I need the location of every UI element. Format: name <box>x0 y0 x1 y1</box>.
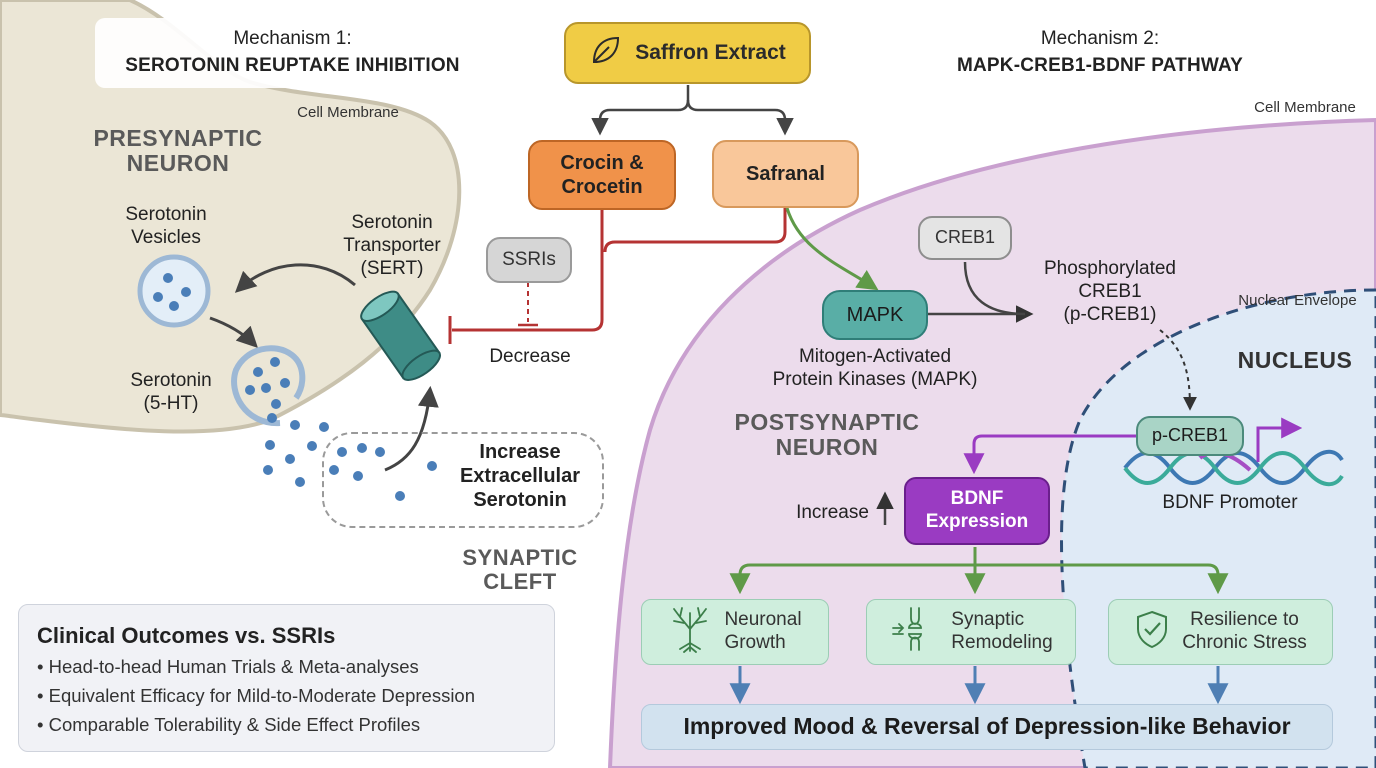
mapk-label: MAPK <box>846 304 904 326</box>
nucleus-label: NUCLEUS <box>1237 347 1353 373</box>
cell-membrane-label-left: Cell Membrane <box>297 104 399 121</box>
final-outcome-banner: Improved Mood & Reversal of Depression-l… <box>641 704 1333 750</box>
phosphorylated-creb1-label: Phosphorylated CREB1 (p-CREB1) <box>1020 258 1200 326</box>
ssris-node: SSRIs <box>486 237 572 283</box>
sert-label: Serotonin Transporter (SERT) <box>322 212 462 280</box>
neuron-tree-icon <box>668 605 712 660</box>
synaptic-cleft-label: SYNAPTIC CLEFT <box>440 545 600 595</box>
creb1-node: CREB1 <box>918 216 1012 260</box>
bdnf-expression-node: BDNF Expression <box>904 477 1050 545</box>
presynaptic-label: PRESYNAPTIC NEURON <box>78 125 278 177</box>
clinical-item-text: Equivalent Efficacy for Mild-to-Moderate… <box>48 685 476 706</box>
sert-line3: (SERT) <box>360 257 424 279</box>
increase-line1: Increase <box>479 441 561 463</box>
sert-line1: Serotonin <box>351 212 433 233</box>
presynaptic-line1: PRESYNAPTIC <box>93 125 263 151</box>
increase-label: Increase <box>796 502 869 523</box>
vesicles-line1: Serotonin <box>125 204 207 225</box>
cell-membrane-label-right: Cell Membrane <box>1254 99 1356 116</box>
outcome-remodeling-line2: Remodeling <box>951 632 1053 653</box>
cleft-line1: SYNAPTIC <box>462 545 578 570</box>
increase-extracellular-box <box>322 432 604 528</box>
outcome-synaptic-remodeling: Synaptic Remodeling <box>866 599 1076 665</box>
mechanism2-heading: Mechanism 2: <box>1040 28 1160 49</box>
synapse-icon <box>889 604 939 661</box>
shield-check-icon <box>1134 609 1170 656</box>
clinical-item: • Equivalent Efficacy for Mild-to-Modera… <box>37 685 476 706</box>
vesicles-label: Serotonin Vesicles <box>96 204 236 250</box>
safranal-node: Safranal <box>712 140 859 208</box>
postsynaptic-line1: POSTSYNAPTIC <box>734 409 920 435</box>
vesicles-line2: Vesicles <box>131 226 201 248</box>
clinical-item: • Head-to-head Human Trials & Meta-analy… <box>37 656 419 677</box>
outcome-resilience-line1: Resilience to <box>1190 609 1299 631</box>
pcreb1-node: p-CREB1 <box>1136 416 1244 456</box>
mapk-desc-line1: Mitogen-Activated <box>798 346 952 367</box>
creb1-label: CREB1 <box>934 227 996 248</box>
outcome-resilience: Resilience to Chronic Stress <box>1108 599 1333 665</box>
serotonin-line2: (5-HT) <box>143 392 199 414</box>
crocin-line1: Crocin & <box>560 152 644 174</box>
outcome-remodeling-line1: Synaptic <box>951 609 1025 631</box>
mechanism1-heading: Mechanism 1: <box>233 28 352 49</box>
nuclear-envelope-label: Nuclear Envelope <box>1238 292 1357 309</box>
mapk-desc-line2: Protein Kinases (MAPK) <box>772 368 978 390</box>
presynaptic-line2: NEURON <box>126 150 230 177</box>
clinical-outcomes-box: Clinical Outcomes vs. SSRIs • Head-to-he… <box>18 604 555 752</box>
outcome-neuronal-growth: Neuronal Growth <box>641 599 829 665</box>
bdnf-promoter-label: BDNF Promoter <box>1162 492 1298 513</box>
bdnf-line2: Expression <box>925 511 1029 532</box>
crocin-crocetin-node: Crocin & Crocetin <box>528 140 676 210</box>
serotonin-label: Serotonin (5-HT) <box>106 370 236 416</box>
phos-line2: CREB1 <box>1078 280 1142 302</box>
saffron-extract-label: Saffron Extract <box>635 41 786 65</box>
saffron-extract-node: Saffron Extract <box>564 22 811 84</box>
postsynaptic-line2: NEURON <box>775 434 879 461</box>
postsynaptic-label: POSTSYNAPTIC NEURON <box>722 409 932 461</box>
outcome-growth-line1: Neuronal <box>724 609 802 631</box>
increase-extracellular-label: Increase Extracellular Serotonin <box>440 440 600 512</box>
clinical-item-text: Head-to-head Human Trials & Meta-analyse… <box>48 656 419 677</box>
sert-line2: Transporter <box>343 234 441 256</box>
phos-line3: (p-CREB1) <box>1063 303 1157 325</box>
clinical-title: Clinical Outcomes vs. SSRIs <box>37 623 336 648</box>
serotonin-molecules <box>245 357 437 501</box>
mechanism1-title: SEROTONIN REUPTAKE INHIBITION <box>125 55 460 76</box>
fusing-vesicle <box>231 345 306 427</box>
clinical-item: • Comparable Tolerability & Side Effect … <box>37 714 421 735</box>
cleft-line2: CLEFT <box>483 569 557 595</box>
serotonin-vesicle <box>137 254 211 328</box>
clinical-item-text: Comparable Tolerability & Side Effect Pr… <box>48 714 421 735</box>
bdnf-line1: BDNF <box>950 488 1004 510</box>
safranal-label: Safranal <box>746 163 825 185</box>
leaf-icon <box>589 33 623 73</box>
outcome-resilience-line2: Chronic Stress <box>1182 632 1307 653</box>
mapk-node: MAPK <box>822 290 928 340</box>
decrease-label: Decrease <box>489 346 571 367</box>
phos-line1: Phosphorylated <box>1043 258 1177 279</box>
sert-transporter <box>360 290 441 381</box>
mechanism1-header: Mechanism 1: SEROTONIN REUPTAKE INHIBITI… <box>95 18 490 88</box>
increase-line2: Extracellular <box>459 465 581 487</box>
mapk-description: Mitogen-Activated Protein Kinases (MAPK) <box>740 346 1010 392</box>
serotonin-line1: Serotonin <box>130 370 212 391</box>
crocin-line2: Crocetin <box>561 176 643 198</box>
mechanism2-title: MAPK-CREB1-BDNF PATHWAY <box>956 55 1244 76</box>
outcome-growth-line2: Growth <box>724 632 786 653</box>
increase-line3: Serotonin <box>473 489 567 511</box>
ssris-label: SSRIs <box>502 248 556 270</box>
final-outcome-label: Improved Mood & Reversal of Depression-l… <box>683 713 1291 740</box>
pcreb1-label: p-CREB1 <box>1151 425 1229 446</box>
